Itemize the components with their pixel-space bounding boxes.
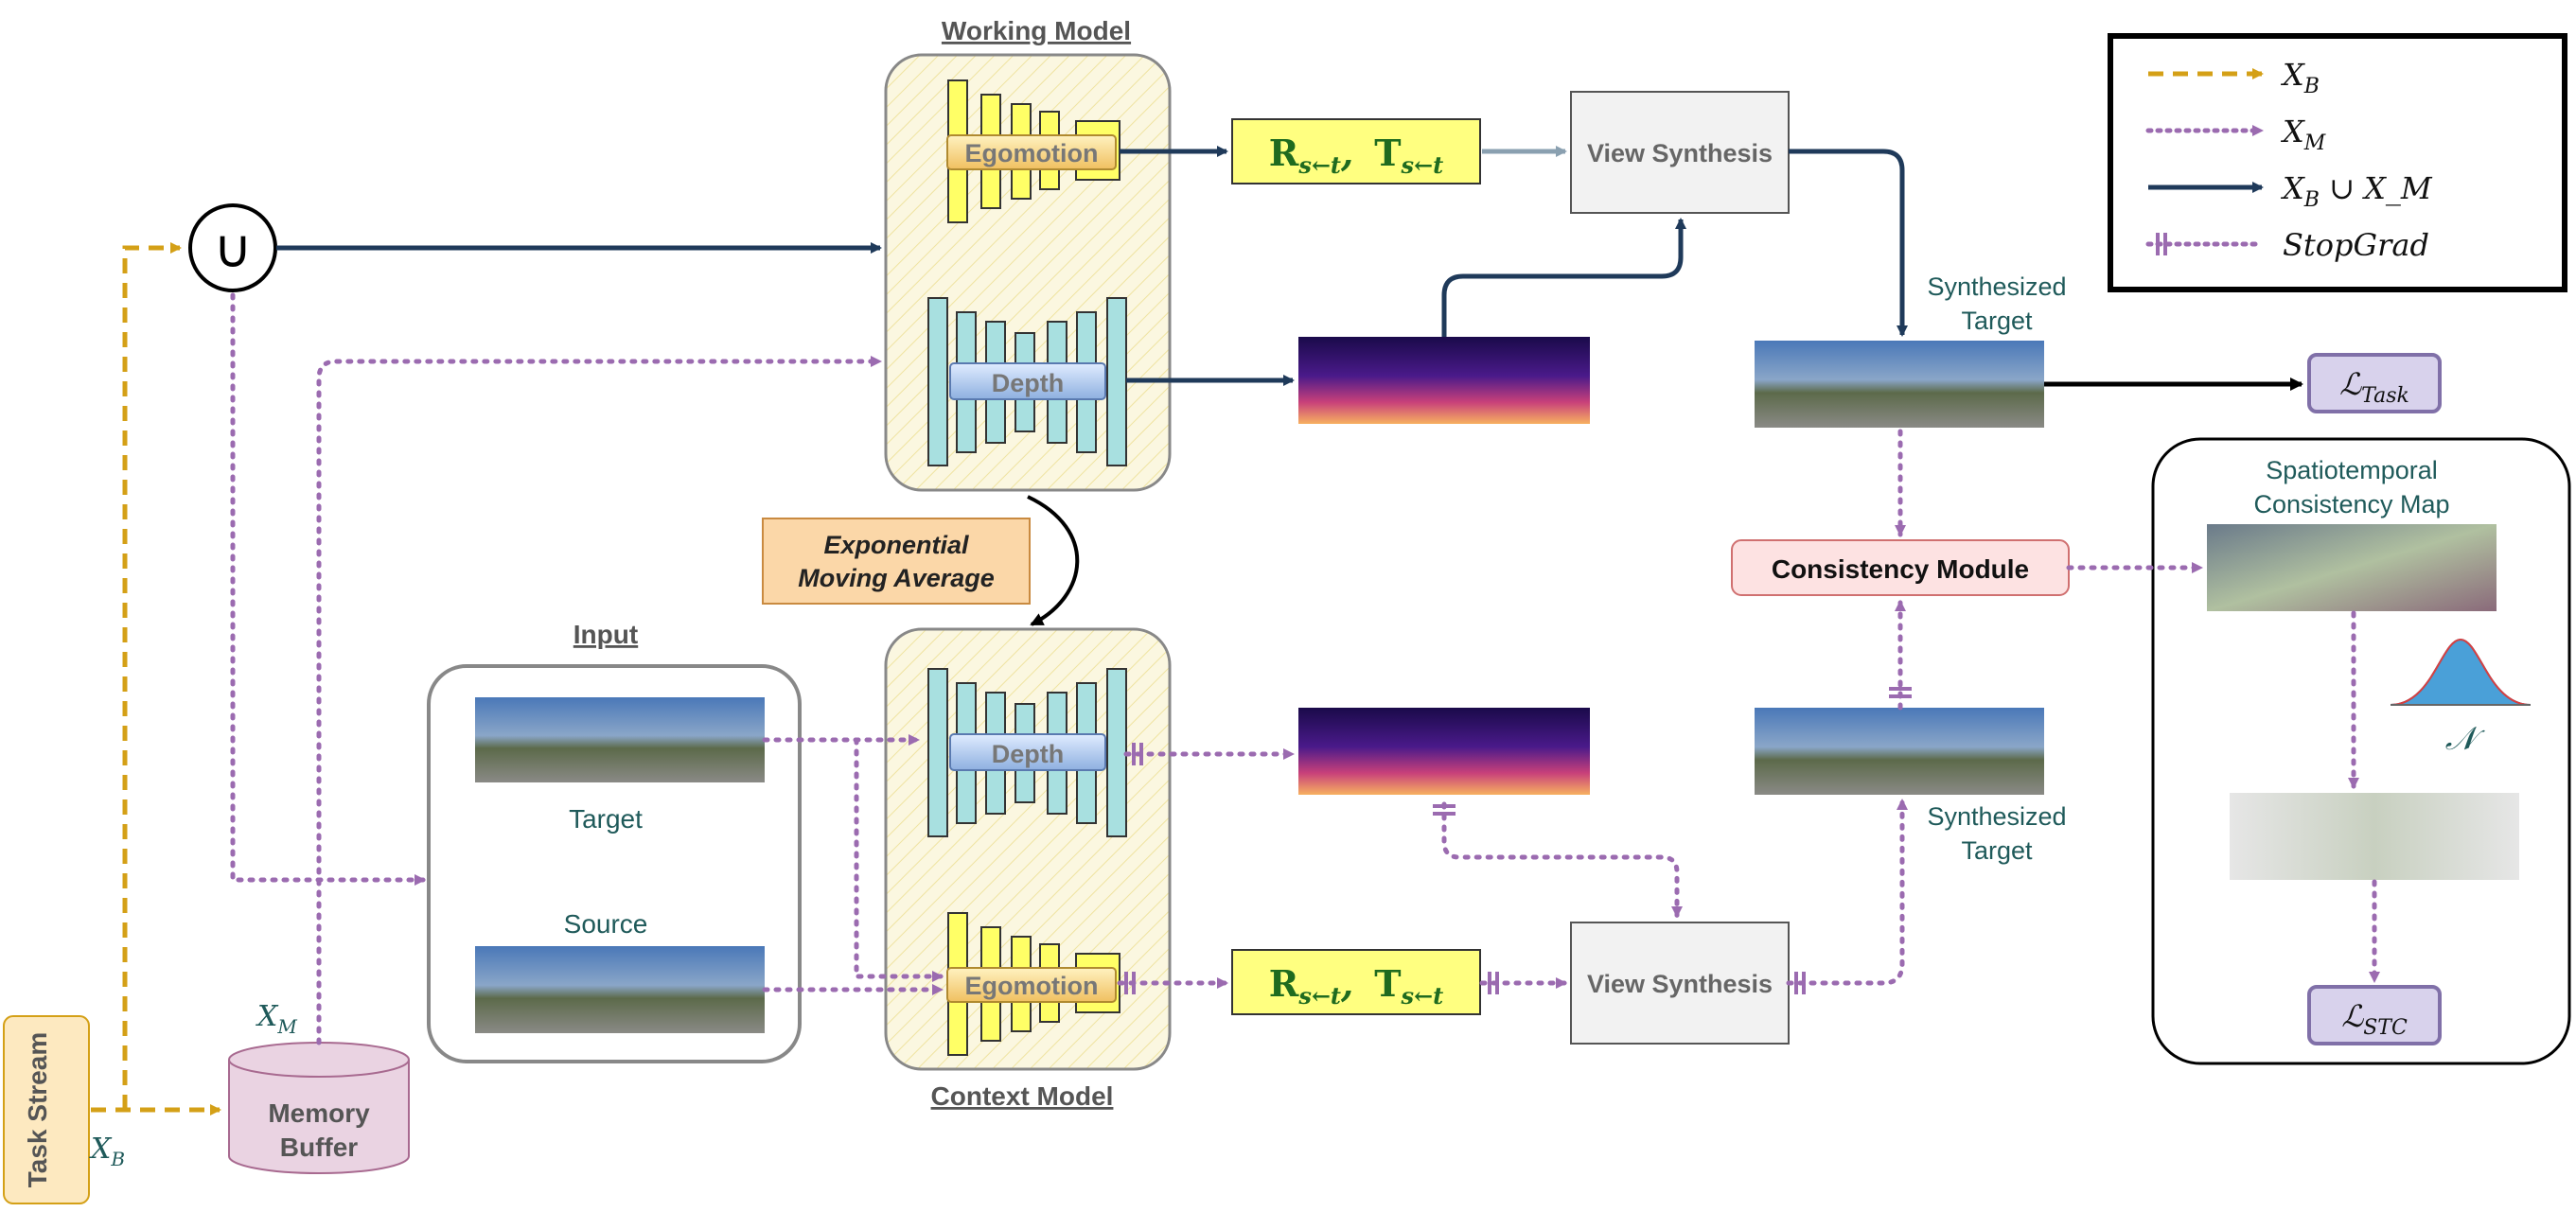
- memory-buffer-line-1: Memory: [268, 1098, 370, 1128]
- memory-buffer-line-2: Buffer: [280, 1133, 359, 1162]
- egomotion-network-top: Egomotion: [946, 79, 1120, 223]
- legend: XB XM XB ∪ X_M StopGrad: [2108, 33, 2567, 292]
- masked-image: [2230, 793, 2519, 880]
- working-model-title: Working Model: [942, 16, 1131, 45]
- view-synthesis-bottom-label: View Synthesis: [1587, 970, 1773, 998]
- depth-block-top: [949, 362, 1106, 400]
- depth-network-top: Depth: [927, 297, 1127, 466]
- task-stream-box: [3, 1015, 90, 1204]
- union-symbol: ∪: [214, 219, 253, 278]
- egomotion-label-bottom: Egomotion: [965, 972, 1099, 1000]
- depth-map-bottom: [1298, 708, 1590, 795]
- depth-label-top: Depth: [992, 369, 1065, 397]
- arrow-map-to-vs: [1441, 218, 1686, 337]
- arrow-memory-to-working: [316, 356, 883, 1045]
- depth-layer: [1106, 668, 1127, 837]
- input-title: Input: [573, 620, 638, 649]
- loss-task-label: ℒTask: [2339, 366, 2409, 408]
- synth-bottom-line-2: Target: [1961, 836, 2033, 865]
- arrow-map-to-vs-bottom: [1441, 801, 1683, 919]
- spatiotemporal-panel: Spatiotemporal Consistency Map 𝒩 ℒSTC: [2151, 437, 2571, 1065]
- ema-line-1: Exponential: [823, 531, 969, 559]
- depth-layer: [1106, 297, 1127, 466]
- purple-arrows: [230, 292, 2380, 1045]
- arrow-vs-to-synth-bottom: [1786, 798, 1908, 986]
- synth-top-line-2: Target: [1961, 307, 2033, 335]
- pose-formula-bottom: Rs←t,Ts←t: [1269, 962, 1444, 1010]
- depth-layer: [927, 668, 948, 837]
- gaussian-outline: [2390, 638, 2532, 706]
- legend-label-union: XB ∪ X_M: [2280, 170, 2433, 212]
- xm-label: XM: [256, 1000, 297, 1038]
- ema-box: [762, 518, 1031, 605]
- depth-layer: [927, 297, 948, 466]
- depth-network-bottom: Depth: [927, 668, 1127, 837]
- arrow-union-to-input: [230, 292, 427, 886]
- memory-buffer-body: [228, 1060, 410, 1174]
- depth-map-top: [1298, 337, 1590, 424]
- legend-label-xm: XM: [2280, 114, 2326, 155]
- ema-line-2: Moving Average: [798, 564, 995, 592]
- pose-box-top-group: Rs←t,Ts←t: [1231, 118, 1481, 184]
- depth-label-bottom: Depth: [992, 740, 1065, 768]
- legend-label-xb: XB: [2280, 57, 2320, 98]
- target-image: [475, 697, 765, 782]
- loss-stc-label: ℒSTC: [2341, 998, 2408, 1040]
- gaussian-icon: [2390, 638, 2532, 706]
- loss-task-box: [2307, 353, 2442, 413]
- arrow-target-to-ego: [854, 737, 944, 982]
- ema-arrow: [1027, 495, 1080, 626]
- xb-label: XB: [89, 1133, 125, 1170]
- synthesized-target-bottom: [1755, 708, 2044, 795]
- arrow-vs-to-synth: [1789, 149, 1908, 337]
- working-model-group: Working Model Egomotion Depth: [884, 16, 1172, 492]
- pose-box-bottom-group: Rs←t,Ts←t: [1231, 949, 1481, 1015]
- synthesized-target-top: [1755, 341, 2044, 428]
- context-model-group: Context Model Depth Egomotion: [884, 627, 1172, 1111]
- memory-buffer: Memory Buffer: [228, 1042, 410, 1174]
- pose-formula-top: Rs←t,Ts←t: [1269, 132, 1444, 179]
- memory-buffer-top: [228, 1042, 410, 1078]
- view-synthesis-bottom-box: [1570, 922, 1790, 1045]
- view-synthesis-top-box: [1570, 91, 1790, 214]
- egomotion-block-top: [946, 134, 1117, 170]
- consistency-map-image: [2207, 524, 2497, 611]
- loss-stc-box: [2307, 985, 2442, 1045]
- source-image: [475, 946, 765, 1033]
- legend-label-stopgrad: StopGrad: [2283, 227, 2429, 263]
- pose-box-bottom: [1231, 949, 1481, 1015]
- consistency-module-label: Consistency Module: [1772, 554, 2029, 584]
- egomotion-block-bottom: [946, 967, 1117, 1003]
- task-stream-label: Task Stream: [23, 1032, 52, 1187]
- arrow-task-to-union: [122, 242, 182, 1110]
- union-node: [188, 203, 277, 292]
- ema-group: Exponential Moving Average: [762, 495, 1080, 626]
- input-group: Input Target Source: [427, 620, 802, 1063]
- synth-top-line-1: Synthesized: [1927, 272, 2066, 301]
- pose-box-top: [1231, 118, 1481, 184]
- depth-block-bottom: [949, 733, 1106, 771]
- spatiotemporal-line-2: Consistency Map: [2253, 490, 2449, 518]
- synth-bottom-line-1: Synthesized: [1927, 802, 2066, 831]
- legend-box: [2108, 33, 2567, 292]
- source-label: Source: [564, 909, 648, 939]
- egomotion-label-top: Egomotion: [965, 139, 1099, 167]
- egomotion-network-bottom: Egomotion: [946, 912, 1120, 1056]
- stopgrad-ticks: [1124, 687, 1912, 994]
- view-synthesis-top-label: View Synthesis: [1587, 139, 1773, 167]
- context-model-title: Context Model: [931, 1081, 1114, 1111]
- spatiotemporal-line-1: Spatiotemporal: [2266, 456, 2438, 484]
- target-label: Target: [569, 804, 643, 834]
